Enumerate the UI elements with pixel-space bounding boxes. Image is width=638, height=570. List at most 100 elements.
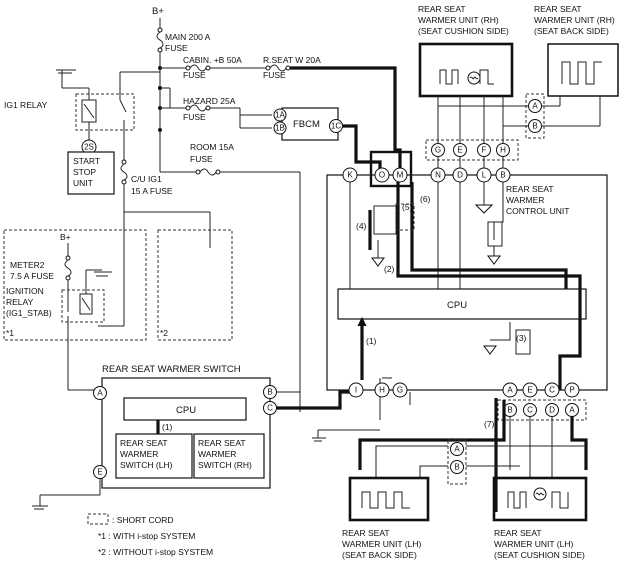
star1-marker: *1 [6, 328, 14, 338]
cu-note-1: (1) [366, 336, 377, 346]
ig1-relay-block [56, 69, 160, 160]
cabin-fuse-label-1: CABIN. +B 50A [183, 55, 242, 65]
start-stop-label-2: STOP [73, 167, 96, 177]
control-unit-cpu-box [337, 288, 587, 320]
short-bottom-pin-b: B [507, 406, 512, 415]
lh-wiring [358, 398, 588, 512]
meter2-label-2: 7.5 A FUSE [10, 271, 54, 281]
start-stop-label-1: START [73, 156, 100, 166]
short-bottom-pin-d: D [549, 406, 555, 415]
room-fuse-label-1: ROOM 15A [190, 142, 234, 152]
cu-pin-g-label: G [397, 386, 403, 395]
cu-top-pins [342, 150, 511, 188]
switch-note-1: (1) [162, 422, 173, 432]
cu-ground [312, 429, 380, 442]
lh-back-unit [348, 476, 430, 522]
cabin-rseat-line [160, 64, 402, 168]
switch-lh-label-1: REAR SEAT [120, 438, 168, 448]
cu-pin-b-label: B [500, 171, 505, 180]
ig1-relay-label: IG1 RELAY [4, 100, 48, 110]
lh-back-label-1: REAR SEAT [342, 528, 390, 538]
switch-rh-box [193, 433, 265, 479]
switch-pin-b: B [267, 388, 272, 397]
rh-wiring [437, 96, 601, 168]
fbcm-box [281, 107, 339, 141]
short-top-pin-g: G [435, 146, 441, 155]
rh-back-label-1: REAR SEAT [534, 4, 582, 14]
short-cord-bottom [497, 399, 587, 421]
switch-block [32, 377, 277, 510]
lh-back-label-3: (SEAT BACK SIDE) [342, 550, 417, 560]
switch-rh-label-3: SWITCH (RH) [198, 460, 252, 470]
switch-pin-e: E [97, 468, 102, 477]
switch-rh-label-2: WARMER [198, 449, 236, 459]
cabin-fuse-label-2: FUSE [183, 70, 206, 80]
wire-switch-c-to-i [276, 390, 352, 410]
short-bottom-pin-c: C [527, 406, 533, 415]
switch-title: REAR SEAT WARMER SWITCH [102, 364, 241, 375]
lh-cushion-label-3: (SEAT CUSHION SIDE) [494, 550, 585, 560]
control-unit-label-1: REAR SEAT [506, 184, 554, 194]
cu-pin-m [392, 167, 408, 183]
cu-note-2: (2) [384, 264, 395, 274]
switch-lh-label-3: SWITCH (LH) [120, 460, 173, 470]
fbcm-pin-1b: 1B [275, 124, 285, 133]
cu-note-6: (6) [420, 194, 431, 204]
short-cord-rh [525, 93, 545, 139]
ignition-relay-label-1: IGNITION [6, 286, 44, 296]
cu-note-5: (5) [402, 202, 413, 212]
cu-note-7: (7) [484, 419, 495, 429]
ignition-relay-label-3: (IG1_STAB) [6, 308, 52, 318]
cu-note-4: (4) [356, 221, 367, 231]
switch-pin-c: C [267, 404, 273, 413]
cu-pin-d-label: D [457, 171, 463, 180]
cu-pin-p-label: P [569, 386, 574, 395]
switch-lh-label-2: WARMER [120, 449, 158, 459]
rh-short-pin-a: A [532, 102, 538, 111]
main-fuse-label-2: FUSE [165, 43, 188, 53]
start-stop-label-3: UNIT [73, 178, 93, 188]
cu-pin-i-label: I [355, 386, 357, 395]
rh-cushion-label-1: REAR SEAT [418, 4, 466, 14]
main-fuse-symbol [156, 31, 164, 49]
switch-cpu-label: CPU [176, 405, 196, 416]
switch-rh-label-1: REAR SEAT [198, 438, 246, 448]
short-cord-top [425, 139, 519, 161]
legend-short-cord: : SHORT CORD [112, 515, 174, 525]
cu-pin-a-label: A [507, 386, 513, 395]
rh-back-unit [547, 43, 619, 97]
lh-short-pin-b: B [454, 463, 459, 472]
cu-pin-n-label: N [435, 171, 441, 180]
short-top-pin-f: F [482, 146, 487, 155]
cu-bottom-pins [348, 382, 580, 398]
lh-cushion-unit [492, 476, 588, 522]
cu-pin-o-label: O [379, 171, 385, 180]
rh-short-pin-b: B [532, 122, 537, 131]
control-unit-label-3: CONTROL UNIT [506, 206, 569, 216]
bplus-feed: B+ [152, 6, 164, 132]
cu-ig1-label-2: 15 A FUSE [131, 186, 173, 196]
meter2-label-1: METER2 [10, 260, 45, 270]
switch-cpu-box [123, 397, 247, 421]
lh-back-label-2: WARMER UNIT (LH) [342, 539, 422, 549]
cu-note-3: (3) [516, 333, 527, 343]
legend: : SHORT CORD *1 : WITH i-stop SYSTEM *2 … [87, 513, 213, 557]
bplus-label: B+ [152, 6, 164, 17]
rh-back-label-3: (SEAT BACK SIDE) [534, 26, 609, 36]
switch-pin-a: A [97, 389, 103, 398]
legend-star2: *2 : WITHOUT i-stop SYSTEM [98, 547, 213, 557]
lh-cushion-label-2: WARMER UNIT (LH) [494, 539, 574, 549]
rseat-fuse-label-1: R.SEAT W 20A [263, 55, 321, 65]
lh-cushion-label-1: REAR SEAT [494, 528, 542, 538]
cu-ig1-line [98, 159, 211, 327]
legend-star1: *1 : WITH i-stop SYSTEM [98, 531, 195, 541]
ignition-relay-label-2: RELAY [6, 297, 34, 307]
short-top-pins [431, 143, 510, 157]
short-cord-lh [447, 439, 467, 485]
short-bottom-pin-a: A [569, 406, 575, 415]
rh-back-label-2: WARMER UNIT (RH) [534, 15, 615, 25]
cu-pin-m-label: M [397, 171, 404, 180]
fbcm-pin-1c: 1C [331, 122, 341, 131]
cu-pin-k-label: K [347, 171, 353, 180]
